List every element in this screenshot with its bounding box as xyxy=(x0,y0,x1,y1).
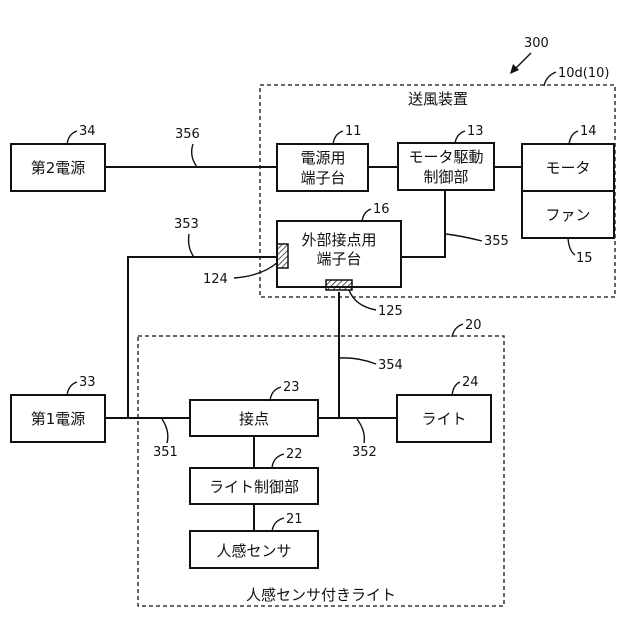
block-power2-label: 第2電源 xyxy=(31,159,86,177)
block-motor-ref-leader xyxy=(569,131,578,145)
block-light-ctrl: ライト制御部 xyxy=(190,468,318,504)
block-ext-terminal-ref: 16 xyxy=(373,202,390,217)
block-light-ctrl-ref: 22 xyxy=(286,447,303,462)
block-fan: ファン xyxy=(522,191,614,238)
block-light-ctrl-ref-leader xyxy=(272,454,284,468)
wire-356-ref: 356 xyxy=(175,127,200,142)
blower-device-ref: 10d(10) xyxy=(558,66,609,81)
wire-353 xyxy=(105,257,276,418)
block-power-terminal-ref-leader xyxy=(333,131,343,145)
block-power2: 第2電源 xyxy=(11,144,105,191)
block-fan-ref: 15 xyxy=(576,251,593,266)
sensor-light-ref-leader xyxy=(452,324,463,337)
block-light-ref-leader xyxy=(452,382,460,396)
wire-355 xyxy=(401,190,445,257)
block-contact-label: 接点 xyxy=(239,410,269,428)
wire-351-ref-leader xyxy=(162,419,168,443)
block-contact: 接点 xyxy=(190,400,318,436)
block-power-terminal-ref: 11 xyxy=(345,124,362,139)
block-power-terminal-line2: 端子台 xyxy=(300,169,345,187)
block-motion-sensor-ref: 21 xyxy=(286,512,303,527)
sensor-light-ref: 20 xyxy=(465,318,482,333)
block-motor-drive-line2: 制御部 xyxy=(423,168,468,186)
wire-354-ref-leader xyxy=(339,358,376,364)
block-motor-label: モータ xyxy=(545,159,590,177)
block-ext-terminal-line1: 外部接点用 xyxy=(301,231,376,249)
block-contact-ref-leader xyxy=(270,387,281,401)
wire-352-ref: 352 xyxy=(352,445,377,460)
block-motor-ref: 14 xyxy=(580,124,597,139)
figure-ref-label: 300 xyxy=(524,36,549,51)
wire-353-ref-leader xyxy=(189,234,194,257)
blower-device-title: 送風装置 xyxy=(408,90,468,108)
wire-354-ref: 354 xyxy=(378,358,403,373)
block-motor-drive: モータ駆動 制御部 xyxy=(398,143,494,190)
block-motion-sensor-label: 人感センサ xyxy=(216,542,291,560)
sensor-light-title: 人感センサ付きライト xyxy=(246,586,396,604)
terminal-124 xyxy=(277,244,288,268)
figure-ref-arrow xyxy=(510,53,531,74)
block-power-terminal-line1: 電源用 xyxy=(300,149,345,167)
blower-device-ref-leader xyxy=(544,72,556,86)
block-power-terminal: 電源用 端子台 xyxy=(277,144,368,191)
block-motion-sensor: 人感センサ xyxy=(190,531,318,568)
block-motor: モータ xyxy=(522,144,614,191)
block-power2-ref: 34 xyxy=(79,124,96,139)
block-power1-ref: 33 xyxy=(79,375,96,390)
block-motor-drive-ref: 13 xyxy=(467,124,484,139)
block-motor-drive-line1: モータ駆動 xyxy=(408,148,483,166)
block-light: ライト xyxy=(397,395,491,442)
terminal-125 xyxy=(326,280,352,290)
block-power1-label: 第1電源 xyxy=(31,410,86,428)
block-motion-sensor-ref-leader xyxy=(272,518,284,532)
wire-351-ref: 351 xyxy=(153,445,178,460)
terminal-124-ref-leader xyxy=(234,262,278,278)
wire-355-ref-leader xyxy=(446,234,482,241)
terminal-125-ref: 125 xyxy=(378,304,403,319)
wire-353-ref: 353 xyxy=(174,217,199,232)
block-power2-ref-leader xyxy=(67,131,77,145)
wire-356-ref-leader xyxy=(192,144,197,167)
block-fan-label: ファン xyxy=(545,206,590,224)
block-power1-ref-leader xyxy=(67,382,77,396)
block-ext-terminal: 外部接点用 端子台 xyxy=(277,221,401,287)
block-light-ref: 24 xyxy=(462,375,479,390)
block-light-ctrl-label: ライト制御部 xyxy=(209,478,299,496)
wire-352-ref-leader xyxy=(357,419,364,443)
block-light-label: ライト xyxy=(421,410,466,428)
terminal-125-ref-leader xyxy=(349,290,376,310)
block-fan-ref-leader xyxy=(568,238,575,255)
terminal-124-ref: 124 xyxy=(203,272,228,287)
wire-355-ref: 355 xyxy=(484,234,509,249)
block-contact-ref: 23 xyxy=(283,380,300,395)
block-ext-terminal-line2: 端子台 xyxy=(316,250,361,268)
block-power1: 第1電源 xyxy=(11,395,105,442)
